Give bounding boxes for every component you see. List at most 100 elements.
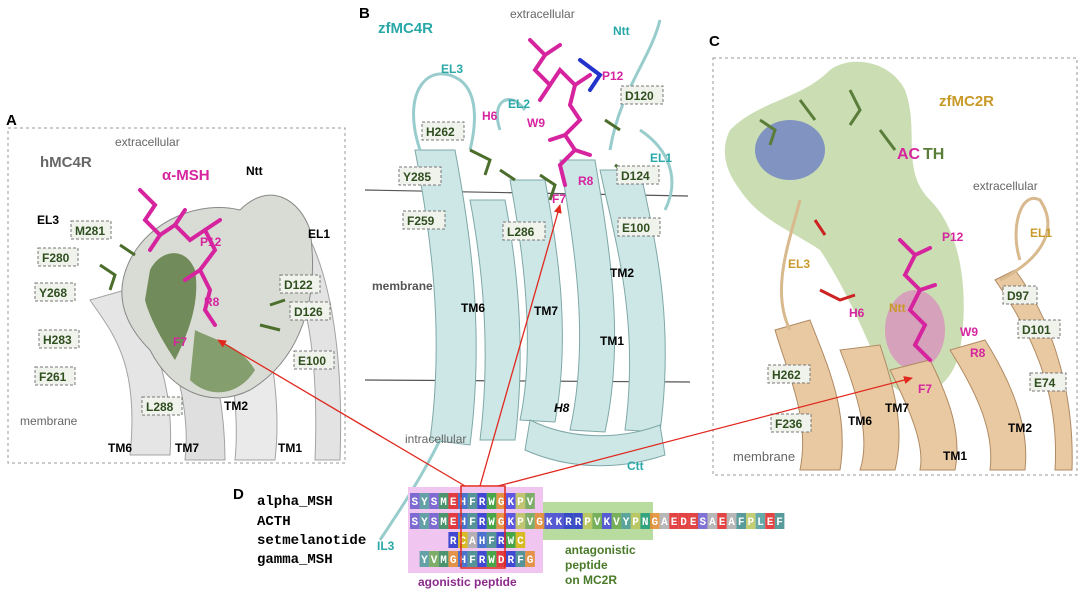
panel-c-pink-patch (885, 290, 945, 370)
seq-acth-tail-tile (717, 513, 727, 529)
seq-alpha-msh-tile (467, 493, 478, 509)
core-motif-box (460, 485, 506, 569)
seq-acth-tail-letter: P (632, 517, 639, 529)
panel-a-ligand-label: α-MSH (162, 167, 210, 184)
seq-gamma-msh-tile (419, 551, 430, 567)
panel-b-tm1: TM1 (600, 334, 624, 348)
panel-c-tm6: TM6 (848, 414, 872, 428)
seq-acth-tail-letter: E (767, 517, 774, 529)
seq-alpha-msh-tile (410, 493, 420, 509)
seq-alpha-msh-letter: P (517, 497, 524, 509)
res-a-d122: D122 (284, 278, 313, 292)
seq-acth-tile (467, 513, 478, 529)
panel-b-membrane: membrane (372, 279, 433, 293)
seq-acth-tail-tile (621, 513, 631, 529)
seq-acth-tail-tile (611, 513, 622, 529)
seq-acth-letter: V (527, 517, 534, 529)
panel-b-loop-el1: EL1 (650, 151, 672, 165)
panel-a-lig-p12: P12 (200, 235, 222, 249)
seq-acth-tail-tile (630, 513, 641, 529)
panel-b-h8: H8 (554, 401, 570, 415)
seq-alpha-msh-tile (496, 493, 506, 509)
connector-arrows (217, 204, 913, 487)
panel-b-tm7: TM7 (534, 304, 558, 318)
res-c-e74: E74 (1034, 376, 1056, 390)
seq-setmelanotide-letter: A (469, 536, 476, 548)
panel-c-loop-el3: EL3 (788, 257, 810, 271)
seq-alpha-msh-letter: E (450, 497, 457, 509)
res-a-m281: M281 (75, 224, 105, 238)
seq-acth-tile (419, 513, 430, 529)
res-b-d120: D120 (625, 89, 654, 103)
seq-alpha-msh-letter: F (469, 497, 476, 509)
antagonistic-label-2: peptide (565, 558, 608, 572)
seq-acth-tile (515, 513, 526, 529)
seq-gamma-msh-letter: M (440, 555, 447, 567)
seq-setmelanotide-letter: C (517, 536, 524, 548)
res-b-h262: H262 (426, 125, 455, 139)
seq-acth-tail-letter: F (738, 517, 745, 529)
panel-c-lig-f7: F7 (918, 382, 932, 396)
seq-acth-tail-tile (669, 513, 679, 529)
seq-gamma-msh-tile (515, 551, 526, 567)
seq-acth-tail-tile (755, 513, 766, 529)
seq-acth-tail-letter: K (556, 517, 563, 529)
seq-acth-tail-tile (544, 513, 554, 529)
seq-alpha-msh-letter: K (508, 497, 515, 509)
panel-c-extracellular: extracellular (973, 179, 1038, 193)
panel-c-residue-labels: D97 D101 H262 F236 E74 (767, 285, 1067, 433)
seq-alpha-msh-letter: V (527, 497, 534, 509)
seq-acth-tail-letter: P (584, 517, 591, 529)
res-b-f259: F259 (407, 214, 435, 228)
seq-gamma-msh-letter: H (460, 555, 467, 567)
panel-a-loop-el1: EL1 (308, 227, 330, 241)
seq-alpha-msh-tile (525, 493, 535, 509)
seq-setmelanotide-letter: R (498, 536, 505, 548)
panel-c-helices (774, 269, 1073, 471)
panel-a-lig-f7: F7 (173, 335, 187, 349)
seq-gamma-msh-letter: W (488, 555, 495, 567)
panel-c-title: zfMC2R (939, 93, 994, 110)
seq-setmelanotide-letter: H (479, 536, 486, 548)
seq-gamma-msh-tile (486, 551, 497, 567)
seq-setmelanotide-letter: W (508, 536, 515, 548)
seq-acth-tail-letter: K (546, 517, 553, 529)
seq-acth-letter: W (488, 517, 495, 529)
res-a-d126: D126 (294, 305, 323, 319)
res-a-h283: H283 (43, 333, 72, 347)
res-c-h262: H262 (772, 368, 801, 382)
seq-acth-tail-letter: E (690, 517, 697, 529)
seq-acth-tail-letter: L (757, 517, 764, 529)
seq-acth-tail-letter: V (613, 517, 620, 529)
seq-acth-tile (506, 513, 516, 529)
seq-gamma-msh-letter: V (431, 555, 438, 567)
seq-setmelanotide-tile (467, 532, 478, 548)
seq-alpha-msh-letter: R (479, 497, 486, 509)
seq-alpha-msh-letter: H (460, 497, 467, 509)
res-a-f280: F280 (42, 251, 70, 265)
panel-c: C zfMC2R AC TH extracellul (709, 33, 1078, 476)
seq-alpha-msh-letter: M (440, 497, 447, 509)
seq-acth-tail-letter: F (776, 517, 783, 529)
panel-c-side-chains (759, 89, 897, 151)
panel-a-frame (7, 127, 346, 464)
seq-alpha-msh-tile (419, 493, 430, 509)
seq-acth-letter: F (469, 517, 476, 529)
panel-c-lig-w9: W9 (960, 325, 978, 339)
seq-gamma-msh-letter: F (517, 555, 524, 567)
res-a-f261: F261 (39, 370, 67, 384)
panel-a-residue-sticks (99, 243, 286, 332)
panel-b-lig-r8: R8 (578, 174, 594, 188)
seq-acth-letter: H (460, 517, 467, 529)
seq-alpha-msh-letter: S (431, 497, 438, 509)
seq-acth-tile (448, 513, 458, 529)
seq-acth-letter: S (412, 517, 419, 529)
panel-b-tm2: TM2 (610, 266, 634, 280)
panel-a-lig-r8: R8 (204, 295, 220, 309)
seq-setmelanotide-letter: R (450, 536, 457, 548)
seq-acth-tail-letter: R (575, 517, 582, 529)
seq-acth-tile (429, 513, 439, 529)
seq-acth-tail-letter: G (652, 517, 659, 529)
panel-b-ligand (528, 38, 603, 187)
